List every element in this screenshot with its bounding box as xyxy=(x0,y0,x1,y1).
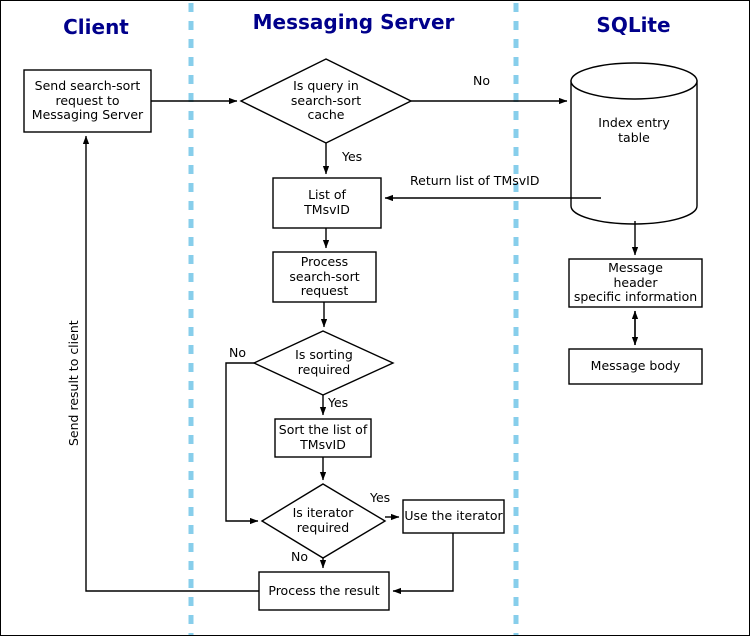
edge-label-iterator-no: No xyxy=(291,549,308,564)
hit-message-body[interactable] xyxy=(569,349,702,384)
hit-index-entry-table[interactable] xyxy=(571,63,697,224)
lane-title-client: Client xyxy=(63,15,129,39)
node-process-search-sort-request[interactable] xyxy=(272,251,377,303)
node-index-entry-table[interactable] xyxy=(570,62,698,225)
edge-label-sorting-yes: Yes xyxy=(328,395,349,410)
edge-label-cache-yes: Yes xyxy=(342,149,363,164)
node-send-request[interactable] xyxy=(23,69,152,133)
lane-title-sqlite: SQLite xyxy=(596,13,671,37)
node-list-of-tmsvid[interactable] xyxy=(272,177,382,229)
edge-label-send-result-to-client: Send result to client xyxy=(66,320,81,446)
edge-label-cache-no: No xyxy=(473,73,490,88)
hit-sort-the-list[interactable] xyxy=(275,419,371,457)
hit-is-sorting-required[interactable] xyxy=(254,331,393,395)
hit-process-the-result[interactable] xyxy=(259,572,389,610)
hit-message-header[interactable] xyxy=(569,259,702,307)
node-sort-the-list[interactable] xyxy=(274,418,372,458)
hit-process-search-sort-request[interactable] xyxy=(273,252,376,302)
node-message-header[interactable] xyxy=(568,258,703,308)
hit-is-iterator-required[interactable] xyxy=(262,484,385,558)
hit-list-of-tmsvid[interactable] xyxy=(273,178,381,228)
lane-title-messaging-server: Messaging Server xyxy=(252,10,455,34)
node-message-body[interactable] xyxy=(568,348,703,385)
hit-use-the-iterator[interactable] xyxy=(403,500,504,533)
edge-use-iterator-to-result xyxy=(392,533,454,595)
hit-is-query-in-cache[interactable] xyxy=(241,59,411,143)
edge-label-return-list: Return list of TMsvID xyxy=(410,173,540,188)
edge-label-sorting-no: No xyxy=(229,345,246,360)
hit-send-request[interactable] xyxy=(24,70,151,132)
edge-result-to-client xyxy=(82,135,259,592)
node-process-the-result[interactable] xyxy=(258,571,390,611)
edge-sorting-no-bypass xyxy=(225,362,259,525)
edge-label-iterator-yes: Yes xyxy=(370,490,391,505)
